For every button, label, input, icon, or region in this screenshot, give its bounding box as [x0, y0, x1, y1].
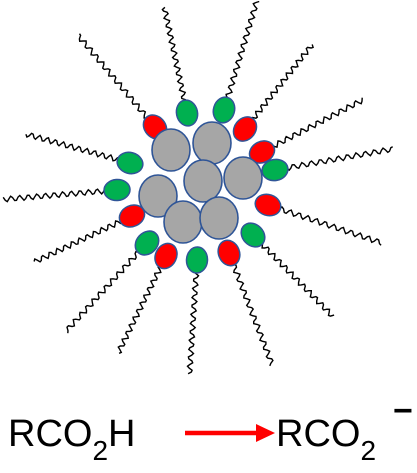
headgroup-red: [254, 193, 282, 217]
core-particle: [199, 196, 239, 240]
headgroup-red: [154, 242, 178, 270]
surfactant-tail: [117, 264, 163, 354]
product-formula: RCO2: [276, 413, 376, 466]
surfactant-tail: [66, 250, 143, 334]
surfactant-tail: [25, 132, 121, 162]
core-particle: [192, 121, 232, 165]
headgroup-red: [232, 116, 258, 142]
reaction-equation: RCO2H RCO2 −: [8, 392, 413, 466]
surfactant-tail: [269, 97, 363, 148]
headgroup-green: [240, 222, 266, 248]
reactant-formula: RCO2H: [8, 413, 135, 466]
headgroup-green: [212, 96, 236, 124]
headgroup-green: [103, 178, 131, 202]
surfactant-tail: [186, 269, 200, 375]
headgroup-green: [261, 158, 289, 182]
surfactant-tails: [2, 0, 394, 375]
core-particle: [163, 200, 203, 244]
core-particle: [183, 159, 223, 203]
headgroup-green: [134, 230, 160, 256]
surfactant-tail: [225, 0, 260, 102]
reaction-arrow-head: [256, 424, 275, 442]
core-particle: [151, 128, 191, 172]
reaction-arrow: [185, 424, 275, 442]
micelle-core: [138, 121, 263, 244]
surfactant-tail: [260, 240, 335, 317]
headgroup-green: [175, 99, 199, 127]
surfactant-tail: [78, 33, 151, 119]
core-particle: [138, 174, 178, 218]
headgroup-green: [116, 151, 144, 175]
surfactant-tail: [2, 187, 108, 203]
surfactant-tail: [229, 262, 274, 367]
surfactant-tail: [33, 219, 124, 263]
surfactant-tail: [283, 146, 394, 172]
headgroup-red: [217, 239, 241, 267]
headgroup-green: [185, 246, 209, 274]
surfactant-tail: [161, 6, 189, 104]
surfactant-tail: [276, 206, 382, 246]
core-particle: [223, 156, 263, 200]
surfactant-tail: [249, 44, 314, 122]
product-charge: −: [393, 392, 413, 430]
